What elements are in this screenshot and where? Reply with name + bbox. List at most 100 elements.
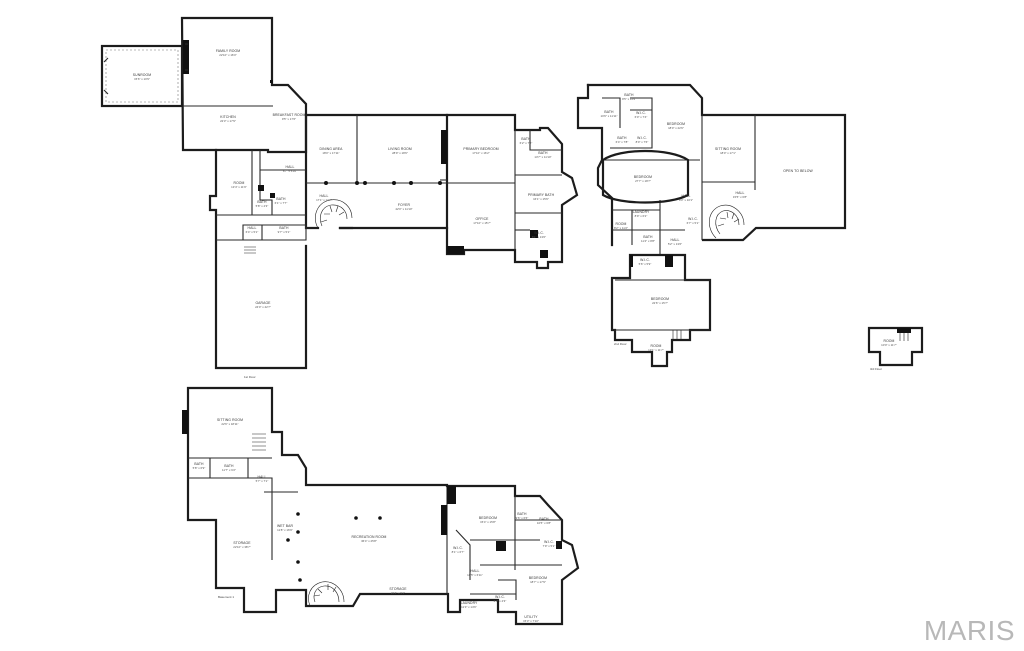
room-name: HALL	[736, 191, 745, 195]
room-name: ROOM	[616, 222, 627, 226]
first-floor-labels: SUNROOM 15'6" x 10'9" FAMILY ROOM 22'10"…	[133, 49, 555, 379]
room-name: ROOM	[651, 344, 662, 348]
room-dimensions: 18'0" x 17'1"	[720, 151, 736, 155]
room-dimensions: 22'6" x 18'11"	[221, 422, 238, 426]
room-dimensions: 10'6" x 11'11"	[600, 114, 617, 118]
room-dimensions: 10'0" x 11'7"	[881, 343, 897, 347]
first-floor-plan	[100, 16, 579, 370]
room-dimensions: 22'4" x 5'1"	[391, 591, 405, 595]
room-name: BATH	[539, 517, 549, 521]
room-dimensions: 15'4" x 15'8"	[480, 520, 496, 524]
room-name: BEDROOM	[479, 516, 497, 520]
room-dimensions: 24'0" x 42'7"	[255, 305, 271, 309]
room-name: W.I.C.	[688, 217, 698, 221]
room-dimensions: 9'5" x 17'6"	[282, 117, 296, 121]
room-name: HALL	[248, 226, 257, 230]
main-living-block	[304, 113, 449, 230]
room-dimensions: 6'4" x 5'1"	[246, 230, 259, 234]
room-name: BATH	[517, 512, 527, 516]
room-dimensions: 17'10" x 15'7"	[473, 221, 490, 225]
room-name: BATH	[604, 110, 614, 114]
room-name: FOYER	[398, 203, 411, 207]
room-dimensions: 8'7" x 6'10"	[283, 169, 297, 173]
room-dimensions: 6'7" x 5'1"	[687, 221, 700, 225]
floor-label: Basement 1	[218, 595, 234, 599]
room-name: W.I.C.	[534, 231, 544, 235]
basement-labels: SITTING ROOM 22'6" x 18'11" BATH 5'8" x …	[193, 418, 556, 623]
room-name: BEDROOM	[634, 175, 652, 179]
floor-label: 2nd Floor	[614, 342, 627, 346]
room-dimensions: 9'6" x 6'6"	[516, 516, 529, 520]
room-dimensions: 8'1" x 13'0"	[532, 235, 546, 239]
room-name: BATH	[624, 93, 634, 97]
room-name: WET BAR	[277, 524, 294, 528]
third-floor-labels: ROOM 10'0" x 11'7" 3rd Floor	[870, 339, 897, 371]
room-dimensions: 18'0" x 22'6"	[668, 126, 684, 130]
room-name: GARAGE	[255, 301, 271, 305]
room-dimensions: 15'6" x 10'9"	[134, 77, 150, 81]
room-dimensions: 22'10" x 16'0"	[219, 53, 236, 57]
room-name: BATH	[194, 462, 204, 466]
room-dimensions: 18'7" x 17'9"	[530, 580, 546, 584]
room-dimensions: 13'7" x 11'10"	[534, 155, 551, 159]
room-name: DINING AREA	[320, 147, 344, 151]
room-name: BATH	[279, 226, 289, 230]
room-name: STORAGE	[389, 587, 407, 591]
room-dimensions: 8'1" x 6'7"	[452, 550, 465, 554]
room-name: KITCHEN	[220, 115, 236, 119]
third-floor-plan	[867, 326, 924, 367]
room-dimensions: 27'7" x 18'7"	[635, 179, 651, 183]
room-dimensions: 11'8" x 16'9"	[277, 528, 293, 532]
room-dimensions: 11'3" x 14'6"	[461, 605, 477, 609]
room-name: RECREATION ROOM	[352, 535, 387, 539]
room-dimensions: 6'0" x 7'4"	[635, 115, 648, 119]
room-name: PRIMARY BATH	[528, 193, 555, 197]
room-dimensions: 17'10" x 16'2"	[472, 151, 489, 155]
room-name: W.I.C.	[640, 258, 650, 262]
room-dimensions: 15'3" x 7'10"	[523, 619, 539, 623]
room-name: PRIMARY BEDROOM	[463, 147, 498, 151]
room-name: OFFICE	[475, 217, 489, 221]
room-name: STORAGE	[233, 541, 251, 545]
room-dimensions: 22'6" x 15'7"	[652, 301, 668, 305]
room-dimensions: 8'9" x 6'2"	[635, 214, 648, 218]
room-name: BATH	[276, 197, 286, 201]
room-name: W.I.C.	[637, 136, 647, 140]
room-dimensions: 6'3" x 4'3"	[494, 599, 507, 603]
family-kitchen-block	[180, 16, 308, 154]
room-name: BATH	[521, 137, 531, 141]
room-dimensions: 9'5" x 11'9"	[622, 97, 636, 101]
room-name: SITTING ROOM	[217, 418, 243, 422]
room-name: SUNROOM	[133, 73, 151, 77]
room-dimensions: 11'7" x 6'2"	[222, 468, 236, 472]
room-dimensions: 5'8" x 6'9"	[193, 466, 206, 470]
room-name: SITTING ROOM	[715, 147, 741, 151]
room-dimensions: 5'2" x 13'6"	[668, 242, 682, 246]
room-name: UTILITY	[524, 615, 538, 619]
room-name: BATH	[224, 464, 234, 468]
basement-plan	[182, 386, 580, 626]
room-name: W.I.C.	[636, 111, 646, 115]
room-name: ROOM	[234, 181, 245, 185]
room-labels: SUNROOM 15'6" x 10'9" FAMILY ROOM 22'10"…	[133, 49, 897, 623]
room-name: W.I.C.	[453, 546, 463, 550]
room-dimensions: 28'9" x 18'6"	[392, 151, 408, 155]
room-name: BATH	[617, 136, 627, 140]
room-name: ROOM	[884, 339, 895, 343]
room-dimensions: 15'5" x 6'8"	[733, 195, 747, 199]
room-dimensions: 5'7" x 7'1"	[256, 479, 269, 483]
room-name: BATH	[257, 200, 267, 204]
second-floor-plan	[576, 83, 847, 368]
room-dimensions: 18'5" x 6'11"	[467, 573, 483, 577]
room-dimensions: 10'5" x 6'8"	[537, 521, 551, 525]
room-name: W.I.C.	[544, 540, 554, 544]
room-name: HALL	[682, 194, 691, 198]
room-name: BEDROOM	[529, 576, 547, 580]
room-name: BATH	[643, 235, 653, 239]
room-name: OPEN TO BELOW	[783, 169, 813, 173]
room-dimensions: 42'0" x 11'10"	[395, 207, 412, 211]
room-name: LAUNDRY	[461, 601, 478, 605]
room-name: BREAKFAST ROOM	[273, 113, 306, 117]
room-dimensions: 36'4" x 25'8"	[361, 539, 377, 543]
